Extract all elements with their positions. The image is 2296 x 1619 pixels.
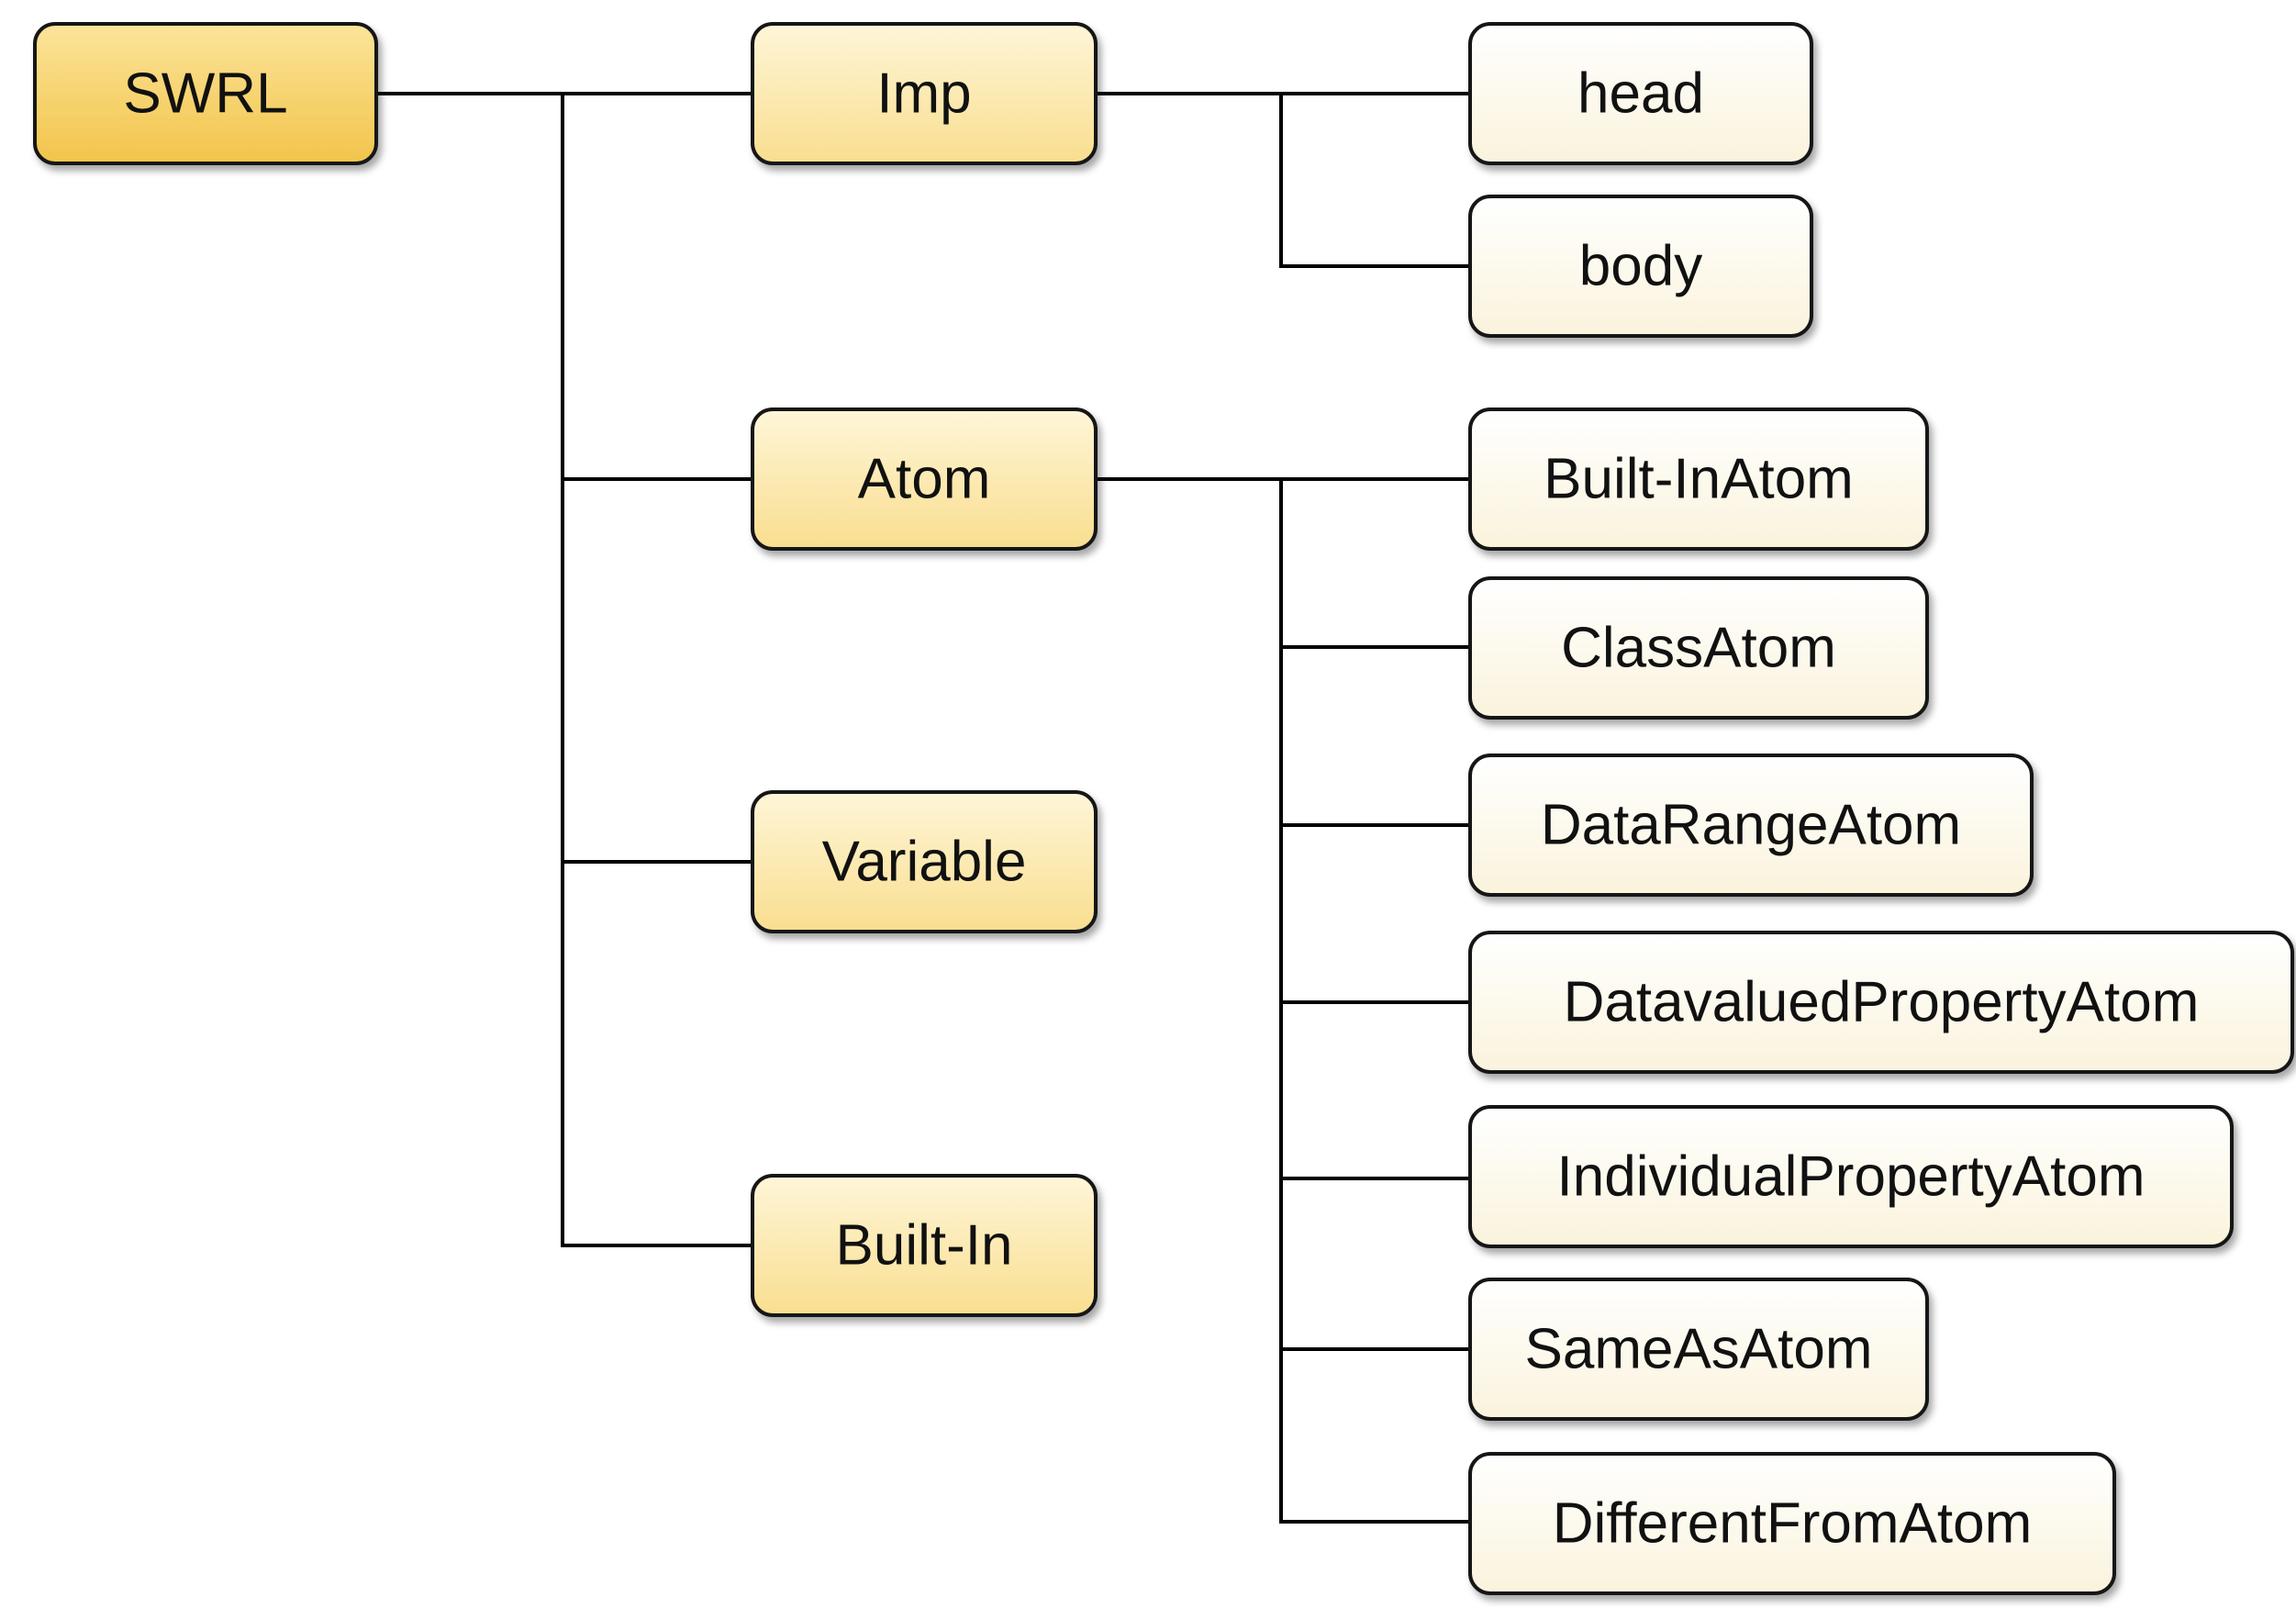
node-head-label: head <box>1577 62 1704 126</box>
node-imp-label: Imp <box>876 62 971 126</box>
node-differentfromatom-label: DifferentFromAtom <box>1553 1492 2033 1556</box>
node-swrl: SWRL <box>33 22 378 165</box>
node-variable: Variable <box>751 790 1098 933</box>
node-atom-label: Atom <box>858 448 991 511</box>
node-datarangeatom-label: DataRangeAtom <box>1541 794 1961 857</box>
node-swrl-label: SWRL <box>123 62 287 126</box>
node-individualpropertyatom: IndividualPropertyAtom <box>1468 1105 2234 1248</box>
node-body-label: body <box>1579 235 1702 298</box>
node-datarangeatom: DataRangeAtom <box>1468 754 2034 897</box>
node-classatom-label: ClassAtom <box>1561 617 1836 680</box>
node-body: body <box>1468 195 1813 338</box>
node-builtin-label: Built-In <box>836 1214 1013 1278</box>
node-datavaluedpropertyatom-label: DatavaluedPropertyAtom <box>1564 971 2200 1034</box>
node-datavaluedpropertyatom: DatavaluedPropertyAtom <box>1468 931 2294 1074</box>
node-builtinatom: Built-InAtom <box>1468 408 1929 551</box>
node-head: head <box>1468 22 1813 165</box>
node-imp: Imp <box>751 22 1098 165</box>
node-builtinatom-label: Built-InAtom <box>1544 448 1854 511</box>
node-atom: Atom <box>751 408 1098 551</box>
connectors <box>374 92 1472 1524</box>
node-builtin: Built-In <box>751 1174 1098 1317</box>
node-sameasatom: SameAsAtom <box>1468 1278 1929 1421</box>
node-variable-label: Variable <box>822 831 1027 894</box>
node-individualpropertyatom-label: IndividualPropertyAtom <box>1557 1145 2146 1209</box>
node-sameasatom-label: SameAsAtom <box>1524 1318 1872 1381</box>
node-differentfromatom: DifferentFromAtom <box>1468 1452 2116 1595</box>
node-classatom: ClassAtom <box>1468 576 1929 720</box>
